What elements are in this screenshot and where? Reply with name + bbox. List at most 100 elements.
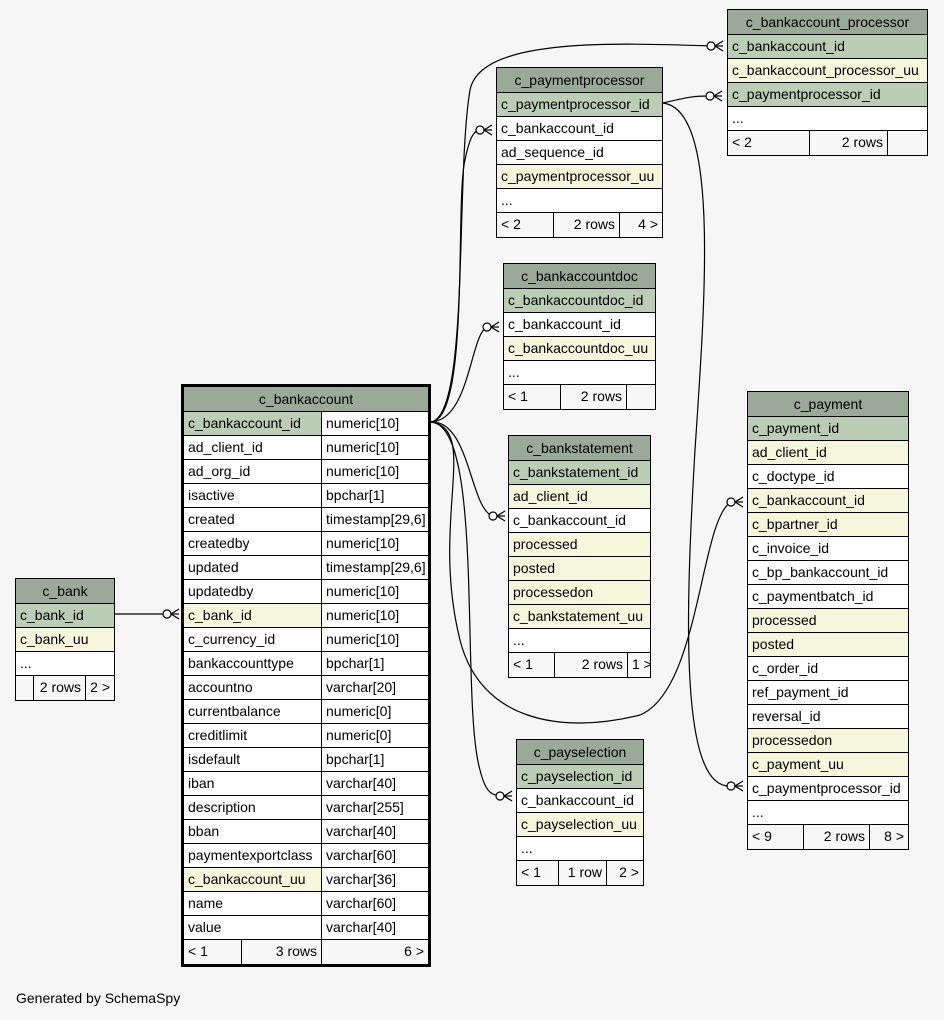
column-row[interactable]: c_bp_bankaccount_id [748, 561, 908, 585]
column-row[interactable]: c_bank_id [16, 604, 114, 628]
column-row[interactable]: c_bankstatement_uu [509, 605, 650, 629]
table-header[interactable]: c_paymentprocessor [497, 68, 662, 93]
column-row[interactable]: c_bankaccount_id [517, 789, 643, 813]
column-row[interactable]: c_bankaccountdoc_uu [504, 337, 655, 361]
column-row[interactable]: c_bankaccountdoc_id [504, 289, 655, 313]
child-count[interactable]: 2 > [606, 861, 643, 885]
column-row[interactable]: c_bankaccount_id [728, 35, 927, 59]
parent-count[interactable]: < 1 [504, 385, 560, 409]
column-row[interactable]: ... [504, 361, 655, 385]
column-row[interactable]: ad_sequence_id [497, 141, 662, 165]
column-row[interactable]: ad_client_id [748, 441, 908, 465]
table-header[interactable]: c_payment [748, 392, 908, 417]
child-count[interactable] [887, 131, 927, 155]
column-row[interactable]: c_doctype_id [748, 465, 908, 489]
column-row[interactable]: c_payment_id [748, 417, 908, 441]
column-row[interactable]: ref_payment_id [748, 681, 908, 705]
column-row[interactable]: c_bpartner_id [748, 513, 908, 537]
column-row[interactable]: ... [517, 837, 643, 861]
child-count[interactable]: 4 > [619, 213, 662, 237]
column-row[interactable]: ... [748, 801, 908, 825]
parent-count[interactable]: < 1 [517, 861, 558, 885]
column-row[interactable]: c_invoice_id [748, 537, 908, 561]
table-header[interactable]: c_bankaccount [184, 387, 428, 412]
column-row[interactable]: c_bankaccount_id [748, 489, 908, 513]
table-header[interactable]: c_bank [16, 579, 114, 604]
table-header[interactable]: c_bankstatement [509, 436, 650, 461]
column-name: bban [188, 823, 220, 839]
column-row[interactable]: c_paymentbatch_id [748, 585, 908, 609]
column-row[interactable]: c_bankstatement_id [509, 461, 650, 485]
column-row[interactable]: c_payselection_id [517, 765, 643, 789]
table-header[interactable]: c_bankaccountdoc [504, 264, 655, 289]
column-row[interactable]: c_payselection_uu [517, 813, 643, 837]
column-row[interactable]: ... [16, 652, 114, 676]
column-row[interactable]: c_paymentprocessor_uu [497, 165, 662, 189]
column-row[interactable]: c_bank_uu [16, 628, 114, 652]
column-row[interactable]: c_bankaccount_id [497, 117, 662, 141]
child-count[interactable]: 6 > [321, 940, 428, 964]
parent-count[interactable]: < 2 [497, 213, 553, 237]
column-row[interactable]: posted [509, 557, 650, 581]
parent-count[interactable]: < 9 [748, 825, 803, 849]
column-row[interactable]: ... [497, 189, 662, 213]
column-row[interactable]: processed [748, 609, 908, 633]
column-row[interactable]: reversal_id [748, 705, 908, 729]
parent-count[interactable] [16, 676, 33, 700]
table-header[interactable]: c_bankaccount_processor [728, 10, 927, 35]
column-row[interactable]: c_paymentprocessor_id [728, 83, 927, 107]
column-row[interactable]: c_payment_uu [748, 753, 908, 777]
column-row[interactable]: ad_client_id [509, 485, 650, 509]
column-row[interactable]: ... [728, 107, 927, 131]
child-count[interactable]: 2 > [85, 676, 114, 700]
table-header[interactable]: c_payselection [517, 740, 643, 765]
parent-count[interactable]: < 1 [184, 940, 241, 964]
column-row[interactable]: processed [509, 533, 650, 557]
child-count[interactable]: 8 > [869, 825, 908, 849]
column-row[interactable]: processedon [748, 729, 908, 753]
column-row[interactable]: ... [509, 629, 650, 653]
column-row[interactable]: c_bankaccount_id [504, 313, 655, 337]
child-count[interactable] [626, 385, 655, 409]
parent-count[interactable]: < 1 [509, 653, 554, 677]
column-row[interactable]: processedon [509, 581, 650, 605]
child-count[interactable]: 1 > [627, 653, 650, 677]
column-row[interactable]: c_paymentprocessor_id [497, 93, 662, 117]
column-row[interactable]: c_paymentprocessor_id [748, 777, 908, 801]
column-row[interactable]: c_bankaccount_id [509, 509, 650, 533]
column-row[interactable]: c_bankaccount_processor_uu [728, 59, 927, 83]
parent-count[interactable]: < 2 [728, 131, 809, 155]
column-row[interactable]: posted [748, 633, 908, 657]
column-row[interactable]: c_order_id [748, 657, 908, 681]
